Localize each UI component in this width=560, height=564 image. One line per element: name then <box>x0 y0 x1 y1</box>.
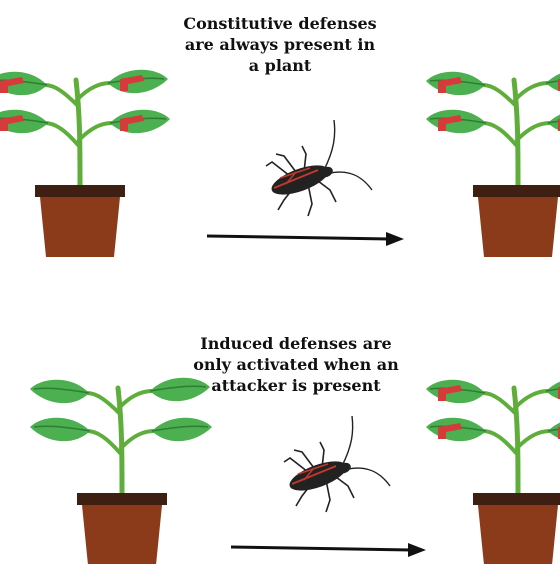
boxelder-bug-icon <box>284 416 390 512</box>
right-arrow-icon <box>231 543 426 557</box>
plant-bottom-left <box>30 378 212 564</box>
right-arrow-icon <box>207 232 404 246</box>
plant-top-right <box>426 70 560 257</box>
plant-top-left <box>0 70 170 257</box>
boxelder-bug-icon <box>266 120 372 216</box>
plant-bottom-right <box>426 378 560 564</box>
